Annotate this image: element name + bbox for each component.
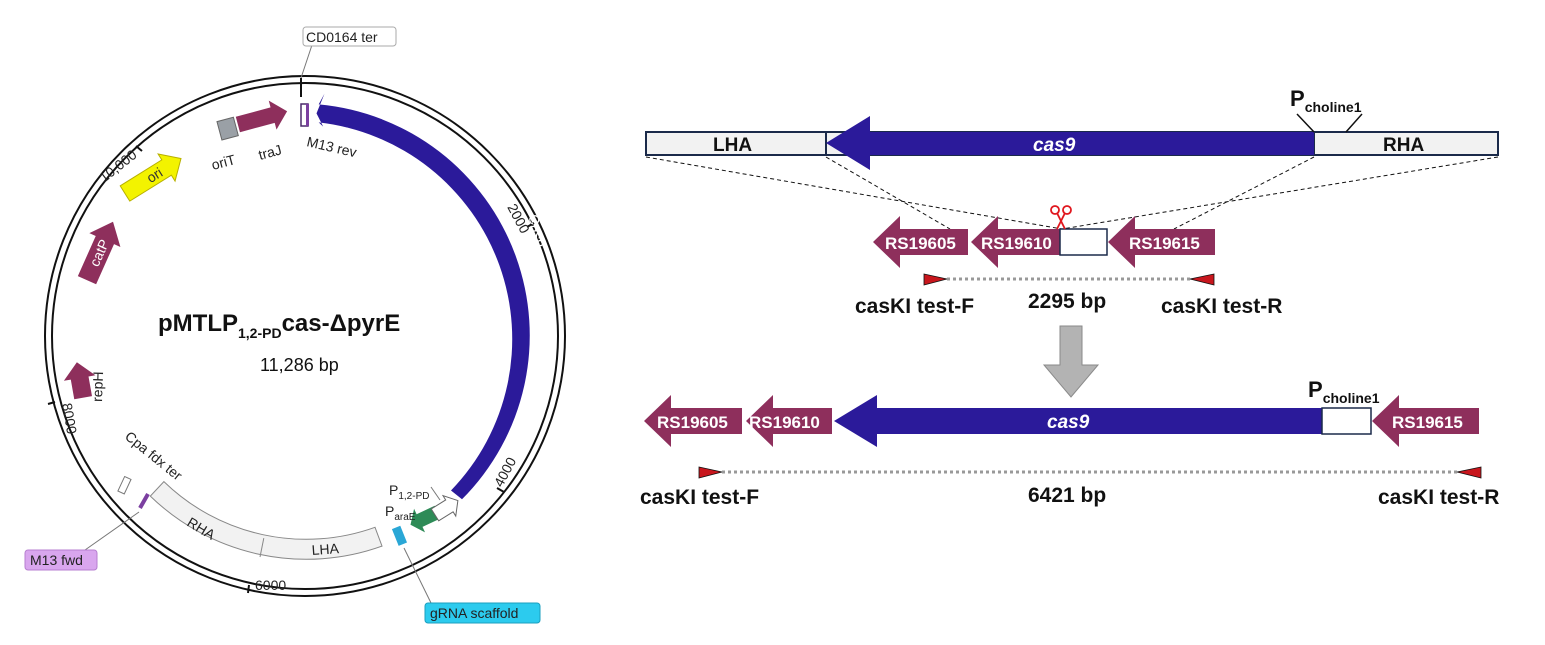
result-gene-rs19615: RS19615 xyxy=(1372,395,1479,447)
result-cas9-arrow xyxy=(834,395,1322,447)
rha-lha-divider xyxy=(259,538,265,558)
cpa-ter-label: Cpa fdx ter xyxy=(122,428,186,484)
homology-arm-band xyxy=(149,480,383,560)
tick-marks xyxy=(47,145,535,594)
tick-8000 xyxy=(47,401,56,405)
m13rev-stripe xyxy=(306,104,309,126)
tick-2000 xyxy=(526,222,535,228)
svg-text:RS19605: RS19605 xyxy=(885,234,956,253)
svg-text:RS19615: RS19615 xyxy=(1129,234,1200,253)
locus-gene-rs19615: RS19615 xyxy=(1108,216,1215,268)
construct-pchol-label: Pcholine1 xyxy=(1290,86,1362,115)
tick-label-4000: 4000 xyxy=(491,454,520,489)
orit-label: oriT xyxy=(210,151,238,173)
p12pd-leader xyxy=(430,486,441,501)
m13fwd-label-box xyxy=(24,549,98,571)
construct-cas9-label: cas9 xyxy=(1033,135,1076,156)
knockin-locus: RS19605 RS19610 cas9 Pcholine1 RS19615 c… xyxy=(640,377,1499,509)
result-gene-rs19610: RS19610 xyxy=(746,395,832,447)
result-primer-r-marker xyxy=(1456,466,1482,479)
traj-feature-arrow xyxy=(235,100,288,133)
locus-primer-r-label: casKI test-R xyxy=(1161,295,1282,318)
result-gene-rs19605: RS19605 xyxy=(644,395,742,447)
parae-label: ParaE xyxy=(385,503,416,523)
locus-primer-f-label: casKI test-F xyxy=(855,295,974,318)
p12pd-feature-arrow xyxy=(430,494,459,522)
grna-label: gRNA scaffold xyxy=(430,605,518,621)
ori-label: ori xyxy=(144,164,166,186)
result-primer-f-label: casKI test-F xyxy=(640,486,759,509)
tick-10000 xyxy=(135,145,143,152)
cd0164-leader xyxy=(300,44,313,79)
locus-size-label: 2295 bp xyxy=(1028,290,1106,313)
svg-text:RS19615: RS19615 xyxy=(1392,413,1463,432)
m13fwd-marker xyxy=(138,493,150,509)
reph-label: repH xyxy=(89,371,106,402)
catp-feature-arrow: catP xyxy=(77,221,121,285)
tick-6000 xyxy=(247,584,250,594)
svg-text:RS19610: RS19610 xyxy=(749,413,820,432)
process-down-arrow xyxy=(1042,325,1100,398)
locus-gene-rs19605: RS19605 xyxy=(873,216,968,268)
orit-feature-box xyxy=(216,116,239,141)
plasmid-outer-circle xyxy=(44,75,566,597)
construct-pchol-bracket xyxy=(1296,113,1363,133)
primer-f-marker xyxy=(923,273,948,286)
locus-gene-rs19610: RS19610 xyxy=(971,216,1060,268)
tick-label-6000: 6000 xyxy=(255,577,286,593)
cpa-ter-marker xyxy=(117,475,132,495)
construct-lha-box xyxy=(645,131,827,156)
tick-label-8000: 8000 xyxy=(59,402,80,436)
cd0164-label-box xyxy=(302,26,397,47)
projection-lines xyxy=(645,156,1499,230)
wildtype-locus: RS19605 RS19610 RS19615 casKI test-F 229… xyxy=(855,205,1282,318)
ori-feature-arrow: ori xyxy=(119,153,182,202)
m13fwd-label: M13 fwd xyxy=(30,552,83,568)
cas9-plasmid-label: Cas9 xyxy=(525,213,547,249)
result-pchol-label: Pcholine1 xyxy=(1308,377,1380,406)
plasmid-inner-circle xyxy=(51,82,559,590)
svg-text:RS19605: RS19605 xyxy=(657,413,728,432)
grna-label-box xyxy=(424,602,541,624)
construct-rha-label: RHA xyxy=(1383,135,1424,156)
plasmid-size: 11,286 bp xyxy=(260,355,339,375)
construct-diagram: LHA RHA cas9 Pcholine1 xyxy=(645,86,1499,230)
plasmid-map: 2000 4000 6000 8000 10,000 Cas9 CD0164 t… xyxy=(24,26,566,624)
tick-4000 xyxy=(496,487,505,493)
m13fwd-leader xyxy=(84,511,140,551)
lha-label: LHA xyxy=(311,540,340,558)
traj-label: traJ xyxy=(257,141,284,162)
grna-scaffold-marker xyxy=(391,525,408,546)
construct-cas9-arrow xyxy=(826,116,1314,170)
scissors-icon xyxy=(1050,205,1072,230)
svg-text:RS19610: RS19610 xyxy=(981,234,1052,253)
primer-r-marker xyxy=(1189,273,1215,286)
result-primer-r-label: casKI test-R xyxy=(1378,486,1499,509)
plasmid-name: pMTLP1,2-PDcas-ΔpyrE xyxy=(158,310,400,341)
m13rev-label: M13 rev xyxy=(305,133,358,160)
result-cas9-label: cas9 xyxy=(1047,412,1090,433)
construct-lha-label: LHA xyxy=(713,135,752,156)
locus-target-site-box xyxy=(1059,228,1108,256)
grna-leader xyxy=(403,547,433,606)
cd0164-label: CD0164 ter xyxy=(306,29,378,45)
p12pd-label: P1,2-PD xyxy=(389,482,429,502)
cas9-feature-arrow xyxy=(316,93,530,500)
result-size-label: 6421 bp xyxy=(1028,484,1106,507)
result-pchol-box xyxy=(1321,407,1372,435)
reph-feature-arrow xyxy=(63,362,96,400)
result-primer-f-marker xyxy=(698,466,723,479)
